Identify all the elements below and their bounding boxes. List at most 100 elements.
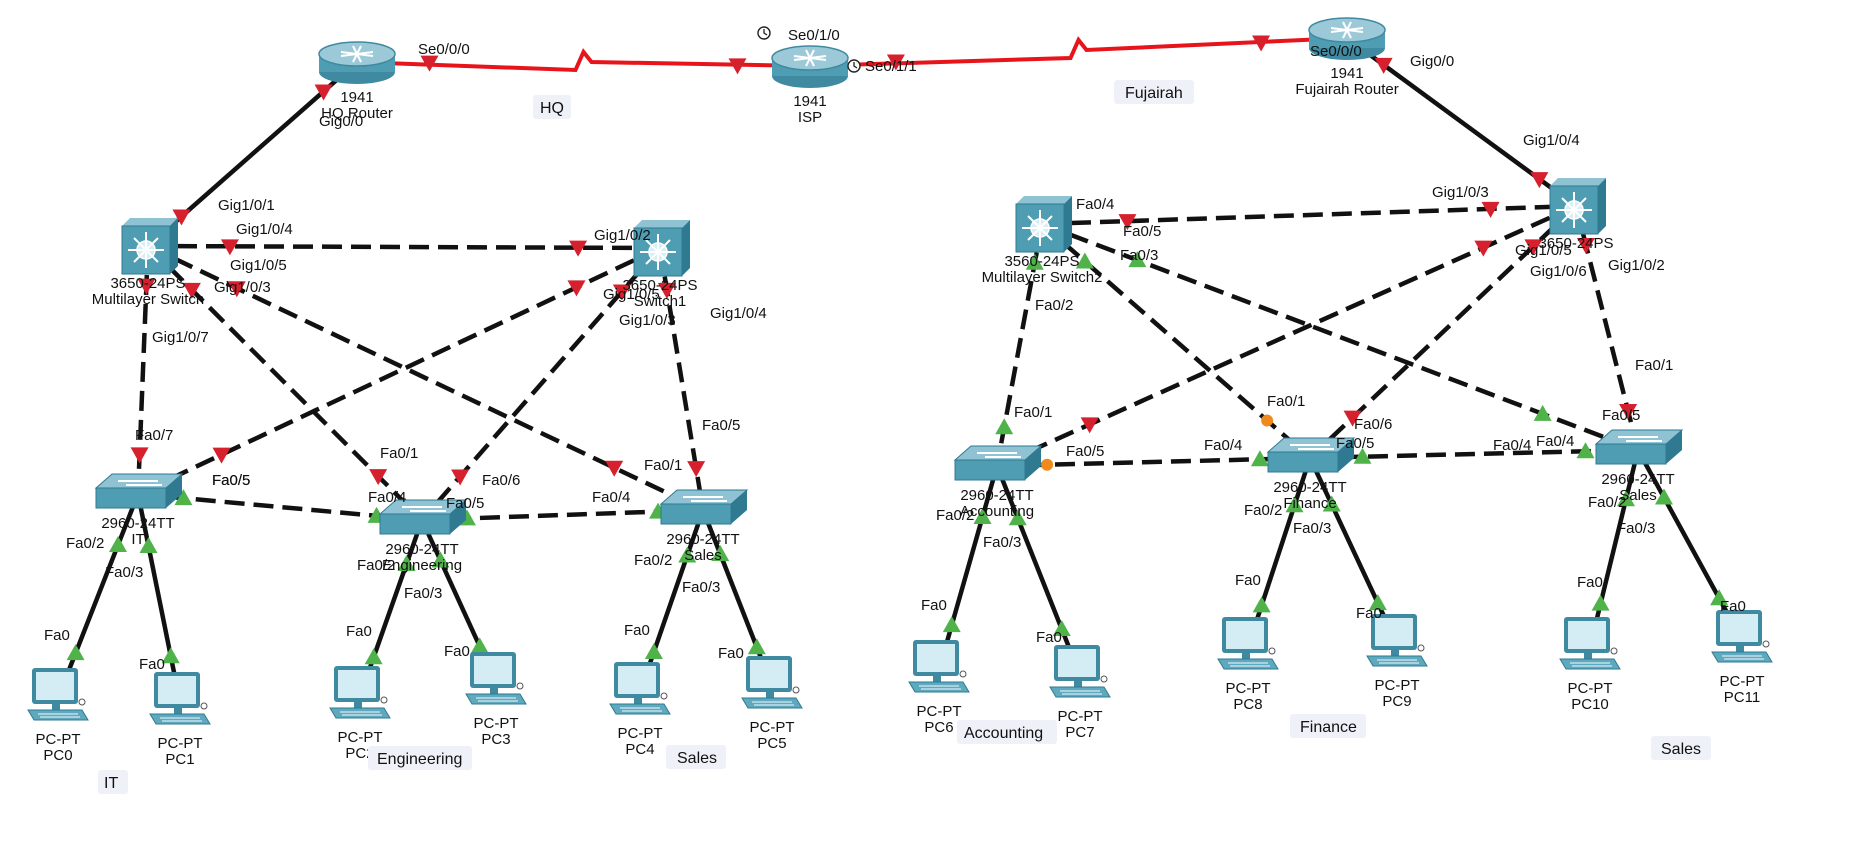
pc-icon[interactable] [1217, 617, 1279, 670]
area-label-accounting[interactable]: Accounting [964, 725, 1043, 742]
link-isp-fuj-router-a-status [886, 54, 905, 71]
switch-icon[interactable] [94, 473, 184, 509]
router-icon[interactable] [771, 45, 849, 88]
link-mls4-sw-acc-a-status [1474, 240, 1493, 257]
link-sw-it-pc0[interactable] [55, 493, 141, 699]
pc-icon[interactable] [329, 666, 391, 719]
area-label-it[interactable]: IT [104, 775, 118, 792]
pc-icon[interactable] [465, 652, 527, 705]
device-model: 2960-24TT [1273, 479, 1346, 496]
link-sw-fin-pc8[interactable] [1245, 457, 1313, 648]
pc-icon[interactable] [609, 662, 671, 715]
link-sw-eng-pc2-a-status [397, 555, 416, 571]
link-sw-acc-sw-fin-b-status [1250, 450, 1269, 467]
link-mls1-sw-eng-b-status [369, 469, 388, 486]
port-label: Fa0/2 [66, 535, 104, 552]
area-label-fujairah[interactable]: Fujairah [1125, 85, 1183, 102]
mlswitch-icon[interactable] [121, 218, 178, 275]
device-name: PC4 [625, 741, 654, 758]
pc-icon[interactable] [149, 672, 211, 725]
device-mls4[interactable]: 3650-24PS [1538, 178, 1614, 252]
pc-icon[interactable] [1049, 645, 1111, 698]
link-sw-sales2-pc11[interactable] [1636, 448, 1744, 642]
pc-icon[interactable] [741, 656, 803, 709]
link-sw-it-pc1[interactable] [135, 493, 183, 703]
device-name: Switch1 [634, 293, 687, 310]
link-sw-acc-pc6[interactable] [936, 465, 1000, 671]
link-fuj-router-mls4-b-status [1530, 172, 1549, 189]
area-label-finance[interactable]: Finance [1300, 719, 1357, 736]
link-mls1-mls2-a-status [220, 239, 239, 256]
mlswitch-icon[interactable] [1549, 178, 1606, 235]
mlswitch-icon[interactable] [1015, 196, 1072, 253]
pc-icon[interactable] [1711, 610, 1773, 663]
clock-icon [847, 59, 861, 73]
pc-icon[interactable] [1366, 614, 1428, 667]
link-mls3-sw-acc-a-status [1025, 253, 1044, 270]
link-mls3-sw-fin-b-status [1261, 414, 1274, 427]
area-label-sales-hq[interactable]: Sales [677, 750, 717, 767]
link-sw-acc-sw-fin[interactable] [996, 455, 1311, 469]
pc-icon[interactable] [908, 640, 970, 693]
area-label-engineering[interactable]: Engineering [377, 751, 462, 768]
pc-icon[interactable] [1559, 617, 1621, 670]
mlswitch-icon[interactable] [633, 220, 690, 277]
device-name: PC10 [1571, 696, 1609, 713]
switch-icon[interactable] [1594, 429, 1684, 465]
switch-icon[interactable] [1266, 437, 1356, 473]
link-sw-acc-pc7[interactable] [994, 465, 1083, 676]
link-sw-fin-pc9-a-status [1322, 495, 1341, 512]
link-sw-sales2-pc11-a-status [1655, 488, 1673, 505]
switch-icon[interactable] [378, 499, 468, 535]
port-label: Gig1/0/6 [1530, 263, 1587, 280]
pc-icon[interactable] [27, 668, 89, 721]
switch-icon[interactable] [953, 445, 1043, 481]
port-label: Fa0/3 [682, 579, 720, 596]
port-label: Fa0 [624, 622, 650, 639]
port-label: Gig1/0/5 [230, 257, 287, 274]
router-icon[interactable] [318, 41, 396, 84]
router-icon[interactable] [1308, 17, 1386, 60]
link-sw-fin-pc9[interactable] [1307, 457, 1400, 645]
link-mls4-sw-fin-b-status [1343, 410, 1362, 427]
device-name: HQ Router [321, 105, 393, 122]
area-label-sales-fujairah[interactable]: Sales [1661, 741, 1701, 758]
link-isp-fuj-router[interactable] [809, 36, 1348, 68]
device-name: Engineering [382, 557, 462, 574]
device-name: PC7 [1065, 724, 1094, 741]
switch-icon[interactable] [659, 489, 749, 525]
port-label: Fa0/5 [1123, 223, 1161, 240]
link-hq-router-isp[interactable] [356, 48, 811, 73]
area-label-hq[interactable]: HQ [540, 100, 564, 117]
link-sw-fin-pc8-a-status [1285, 496, 1304, 513]
link-sw-sales1-pc4[interactable] [637, 509, 706, 693]
link-sw-sales2-pc10[interactable] [1587, 449, 1641, 648]
link-sw-it-sw-eng-a-status [174, 489, 193, 506]
link-hq-router-isp-b-status [728, 58, 747, 75]
